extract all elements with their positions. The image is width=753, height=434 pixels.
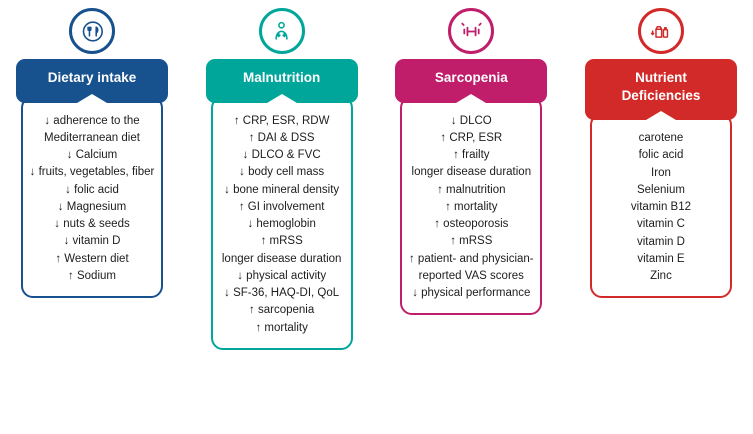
list-item: ↓ body cell mass <box>239 166 325 179</box>
list-item: ↓ Calcium <box>66 149 118 162</box>
list-item: longer disease duration <box>221 252 342 265</box>
column-banner: Dietary intake <box>16 59 168 103</box>
list-item: vitamin D <box>637 235 685 248</box>
column-banner: Sarcopenia <box>395 59 548 103</box>
list-item: Zinc <box>650 270 672 283</box>
column-sarcopenia: Sarcopenia ↓ DLCO ↑ CRP, ESR ↑ frailty long… <box>395 8 548 434</box>
list-item: ↓ physical performance <box>412 287 531 300</box>
column-banner: Malnutrition <box>205 59 358 103</box>
column-banner: Nutrient Deficiencies <box>584 59 737 121</box>
list-item: ↑ mRSS <box>450 235 493 248</box>
malnutrition-list: ↑ CRP, ESR, RDW ↑ DAI & DSS ↓ DLCO & FVC ↓ … <box>210 95 353 350</box>
column-nutrient-deficiencies: Nutrient Deficiencies carotene folic acid… <box>584 8 737 434</box>
list-item: carotene <box>638 132 684 145</box>
list-item: ↓ SF-36, HAQ-DI, QoL <box>224 287 340 300</box>
icon-badge <box>69 8 115 54</box>
list-item: ↑ Sodium <box>68 269 116 282</box>
list-item: ↓ folic acid <box>65 183 119 196</box>
list-item: Iron <box>651 166 671 179</box>
column-title: Dietary intake <box>47 70 137 85</box>
groceries-deficiency-icon <box>651 25 669 38</box>
plate-cutlery-icon <box>82 20 103 42</box>
list-item: ↓ DLCO & FVC <box>242 149 321 162</box>
list-item: ↓ adherence to the Mediterranean diet <box>44 114 140 144</box>
icon-badge <box>448 8 495 54</box>
list-item: ↓ nuts & seeds <box>54 218 130 231</box>
list-item: vitamin C <box>637 218 685 231</box>
list-item: longer disease duration <box>411 166 532 179</box>
list-item: ↓ vitamin D <box>63 235 121 248</box>
column-title: Nutrient Deficiencies <box>621 70 701 103</box>
column-title: Sarcopenia <box>434 70 508 85</box>
list-item: ↑ DAI & DSS <box>248 131 315 144</box>
list-item: ↓ physical activity <box>237 269 327 282</box>
list-item: ↑ mRSS <box>260 235 303 248</box>
dumbbell-icon <box>461 22 482 36</box>
list-item: ↑ patient- and physician-reported VAS sc… <box>408 252 534 282</box>
list-item: ↑ mortality <box>445 200 498 213</box>
icon-badge <box>637 8 684 54</box>
list-item: ↑ sarcopenia <box>249 304 315 317</box>
list-item: ↑ Western diet <box>55 252 129 265</box>
list-item: vitamin B12 <box>630 201 692 214</box>
sarcopenia-list: ↓ DLCO ↑ CRP, ESR ↑ frailty longer disease … <box>400 95 543 316</box>
list-item: Selenium <box>636 183 685 196</box>
list-item: ↓ Magnesium <box>57 200 127 213</box>
list-item: ↓ hemoglobin <box>247 218 316 231</box>
list-item: ↓ bone mineral density <box>224 183 340 196</box>
dietary-intake-list: ↓ adherence to the Mediterranean diet ↓ C… <box>21 95 163 299</box>
column-title: Malnutrition <box>243 70 321 85</box>
list-item: ↑ frailty <box>453 149 490 162</box>
list-item: ↑ CRP, ESR, RDW <box>233 114 330 127</box>
list-item: ↑ CRP, ESR <box>440 131 503 144</box>
icon-badge <box>258 8 305 54</box>
list-item: ↓ DLCO <box>450 114 492 127</box>
list-item: vitamin E <box>637 252 685 265</box>
list-item: ↑ osteoporosis <box>434 218 509 231</box>
person-weight-loss-icon <box>275 21 288 40</box>
list-item: ↑ malnutrition <box>437 183 506 196</box>
list-item: ↑ mortality <box>255 321 308 334</box>
column-dietary-intake: Dietary intake ↓ adherence to the Medite… <box>16 8 168 434</box>
list-item: ↓ fruits, vegetables, fiber <box>29 166 155 179</box>
list-item: ↑ GI involvement <box>238 200 325 213</box>
list-item: folic acid <box>638 149 684 162</box>
column-malnutrition: Malnutrition ↑ CRP, ESR, RDW ↑ DAI & DSS ↓… <box>205 8 358 434</box>
